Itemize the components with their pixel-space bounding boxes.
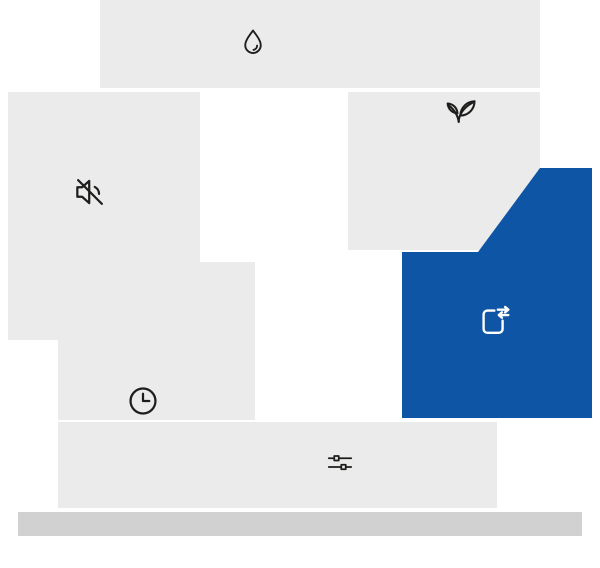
water-drop-icon <box>244 29 262 54</box>
sound-muted-icon <box>76 179 103 205</box>
tile-time[interactable] <box>58 262 255 420</box>
eco-leaves-icon <box>446 100 476 123</box>
tile-water[interactable] <box>100 0 540 88</box>
clock-icon <box>129 387 157 415</box>
tile-settings[interactable] <box>58 422 497 508</box>
remote-start-icon <box>482 305 510 334</box>
bottom-drawer-handle[interactable] <box>18 512 582 536</box>
settings-sliders-icon <box>327 455 353 471</box>
